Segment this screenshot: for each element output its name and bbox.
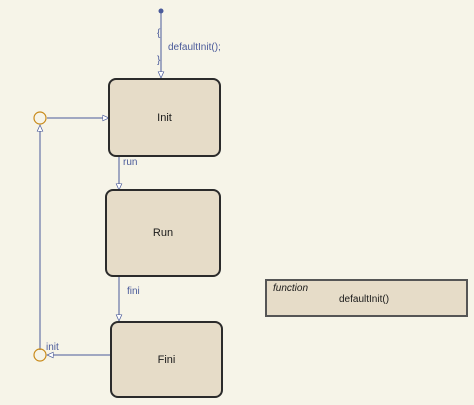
- default-transition-action: defaultInit();: [168, 42, 221, 53]
- function-keyword: function: [273, 283, 309, 294]
- junction-bottom[interactable]: [33, 348, 47, 362]
- default-transition-open-brace: {: [157, 28, 161, 39]
- state-run-label: Run: [152, 227, 174, 239]
- state-init-label: Init: [157, 111, 172, 124]
- state-fini-label: Fini: [157, 353, 176, 366]
- transition-label-run[interactable]: run: [123, 157, 138, 168]
- default-transition-close-brace: }: [157, 55, 161, 66]
- state-init[interactable]: Init: [108, 78, 221, 157]
- junction-top[interactable]: [33, 111, 47, 125]
- transition-label-fini[interactable]: fini: [127, 286, 140, 297]
- transition-label-init[interactable]: init: [46, 342, 59, 353]
- state-run[interactable]: Run: [105, 189, 221, 277]
- function-name: defaultInit(): [339, 294, 390, 305]
- function-box-default-init[interactable]: function defaultInit(): [265, 279, 468, 317]
- state-fini[interactable]: Fini: [110, 321, 223, 398]
